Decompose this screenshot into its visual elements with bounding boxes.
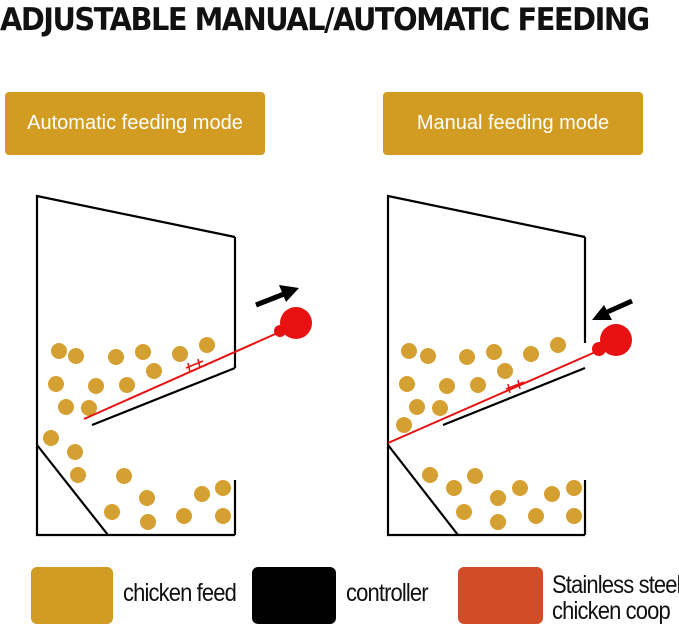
- manual-mode-label: Manual feeding mode: [383, 92, 643, 155]
- rod-ring: [187, 362, 191, 373]
- feed-pellet: [116, 468, 132, 484]
- feed-pellet: [566, 508, 582, 524]
- feed-pellet: [528, 508, 544, 524]
- feed-pellet: [176, 508, 192, 524]
- feed-pellet: [70, 467, 86, 483]
- arrow-icon: [255, 285, 299, 308]
- feed-pellet: [512, 480, 528, 496]
- feed-pellet: [467, 468, 483, 484]
- controller-slope: [442, 366, 586, 427]
- feed-pellet: [470, 377, 486, 393]
- automatic-mode-label: Automatic feeding mode: [5, 92, 265, 155]
- feed-pellet: [108, 349, 124, 365]
- feed-pellets: [43, 337, 231, 530]
- feed-pellet: [432, 400, 448, 416]
- legend-coop-label-line2: chicken coop: [552, 597, 671, 625]
- arrow-icon: [592, 298, 634, 320]
- feed-pellet: [420, 348, 436, 364]
- feed-pellet: [396, 417, 412, 433]
- feed-pellet: [43, 430, 59, 446]
- manual-mode-diagram: [386, 194, 634, 537]
- feed-pellet: [566, 480, 582, 496]
- float-ball-icon: [592, 324, 632, 356]
- feed-pellet: [523, 346, 539, 362]
- feed-pellet: [409, 399, 425, 415]
- legend-controller-label: controller: [346, 579, 429, 607]
- controller-slope: [91, 366, 236, 427]
- automatic-mode-diagram: [35, 194, 312, 537]
- feed-pellet: [194, 486, 210, 502]
- feed-pellet: [456, 504, 472, 520]
- feed-pellet: [422, 467, 438, 483]
- feed-pellet: [399, 376, 415, 392]
- feed-pellet: [550, 337, 566, 353]
- hopper-outline: [35, 194, 236, 537]
- feed-pellet: [215, 480, 231, 496]
- feed-pellet: [48, 376, 64, 392]
- feed-pellet: [215, 508, 231, 524]
- feed-pellet: [88, 378, 104, 394]
- rod-ring: [517, 379, 521, 390]
- chute-wall: [387, 444, 459, 536]
- feed-pellet: [135, 344, 151, 360]
- rod-ring: [197, 358, 201, 369]
- rod-ring: [507, 383, 511, 394]
- legend-coop-label-line1: Stainless steel: [552, 571, 679, 599]
- feed-pellet: [486, 344, 502, 360]
- feed-pellet: [490, 514, 506, 530]
- feed-pellet: [67, 444, 83, 460]
- page-title: ADJUSTABLE MANUAL/AUTOMATIC FEEDING: [0, 2, 650, 38]
- feed-pellet: [68, 348, 84, 364]
- feed-pellet: [58, 399, 74, 415]
- feed-pellet: [81, 400, 97, 416]
- feed-pellet: [544, 486, 560, 502]
- float-ball-icon: [274, 307, 312, 339]
- feed-pellet: [439, 378, 455, 394]
- controller-rod: [83, 330, 283, 420]
- feed-pellet: [104, 504, 120, 520]
- feed-pellet: [497, 363, 513, 379]
- feed-pellet: [446, 480, 462, 496]
- controller-rod: [387, 349, 601, 444]
- feed-pellet: [490, 490, 506, 506]
- feed-pellet: [139, 490, 155, 506]
- chute-wall: [36, 444, 109, 536]
- feed-pellet: [51, 343, 67, 359]
- legend-coop-swatch: [458, 567, 543, 624]
- feed-pellet: [459, 349, 475, 365]
- feed-pellet: [199, 337, 215, 353]
- feed-pellet: [140, 514, 156, 530]
- legend-controller-swatch: [252, 567, 336, 624]
- hopper-outline: [386, 194, 586, 537]
- feed-pellet: [146, 363, 162, 379]
- feed-pellet: [401, 343, 417, 359]
- feed-pellet: [119, 377, 135, 393]
- feed-pellet: [172, 346, 188, 362]
- feed-pellets: [396, 337, 582, 530]
- legend-feed-label: chicken feed: [123, 579, 237, 607]
- legend-feed-swatch: [31, 567, 113, 624]
